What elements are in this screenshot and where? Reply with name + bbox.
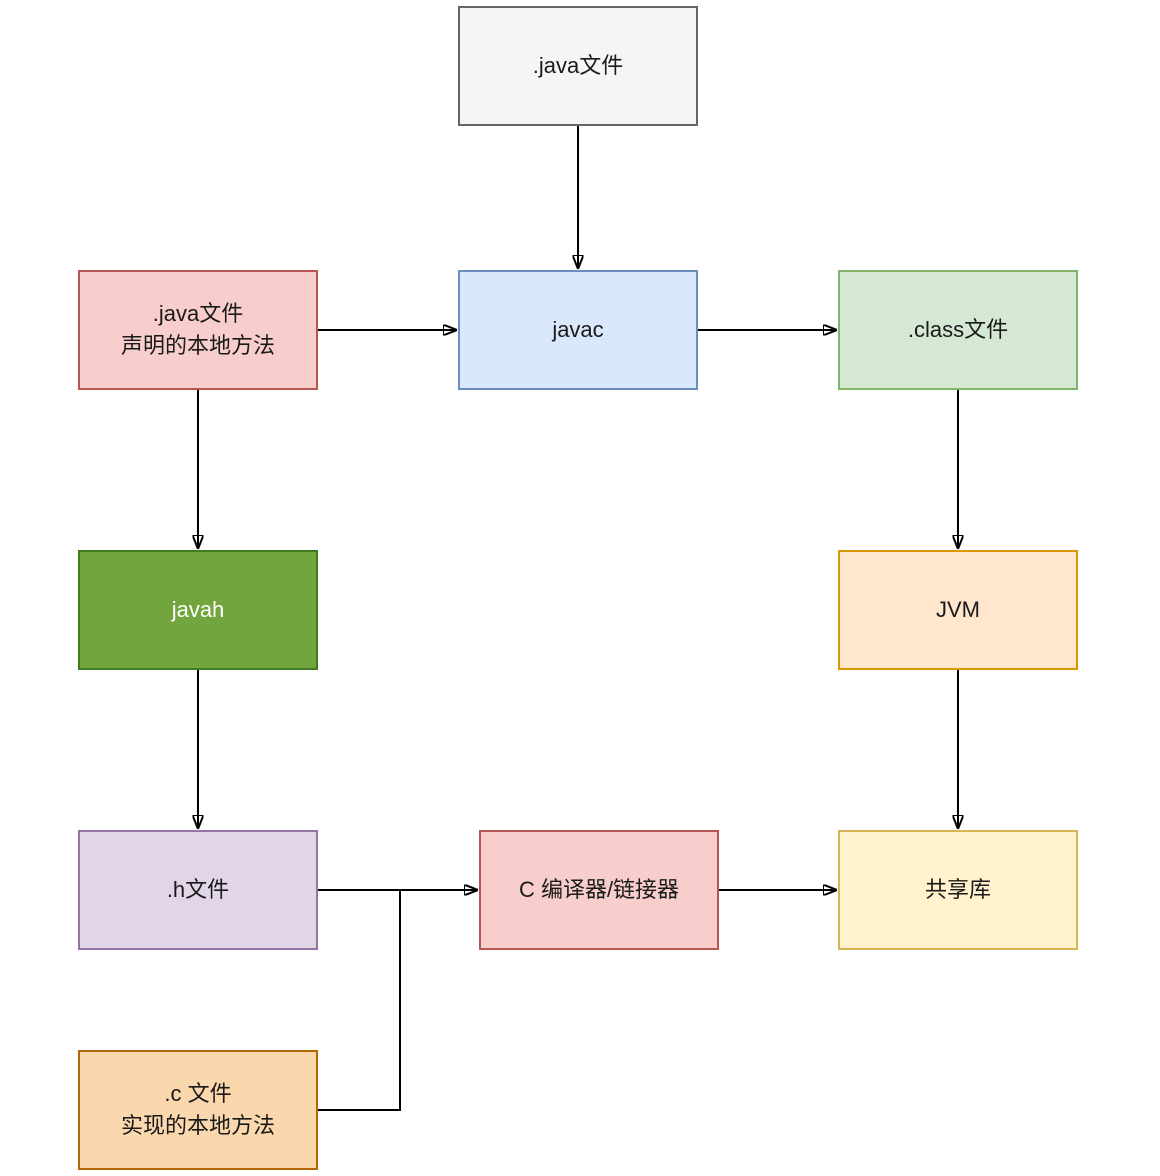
node-javah-label: javah [171,597,225,623]
node-jvm: JVM [838,550,1078,670]
node-class-file: .class文件 [838,270,1078,390]
node-shared-lib-label: 共享库 [924,877,991,903]
node-java-native-decl-label: .java文件 声明的本地方法 [120,301,275,358]
node-javac-label: javac [552,317,604,343]
node-c-compiler-label: C 编译器/链接器 [518,877,680,903]
node-java-native-decl: .java文件 声明的本地方法 [78,270,318,390]
node-shared-lib: 共享库 [838,830,1078,950]
node-c-file: .c 文件 实现的本地方法 [78,1050,318,1170]
edge-c-file-join [318,890,401,1111]
node-class-file-label: .class文件 [907,317,1009,343]
node-c-compiler: C 编译器/链接器 [479,830,719,950]
node-jvm-label: JVM [936,597,980,623]
node-javah: javah [78,550,318,670]
node-java-file-label: .java文件 [532,53,624,79]
node-javac: javac [458,270,698,390]
node-h-file-label: .h文件 [166,877,230,903]
node-h-file: .h文件 [78,830,318,950]
node-c-file-label: .c 文件 实现的本地方法 [120,1081,275,1138]
node-java-file: .java文件 [458,6,698,126]
